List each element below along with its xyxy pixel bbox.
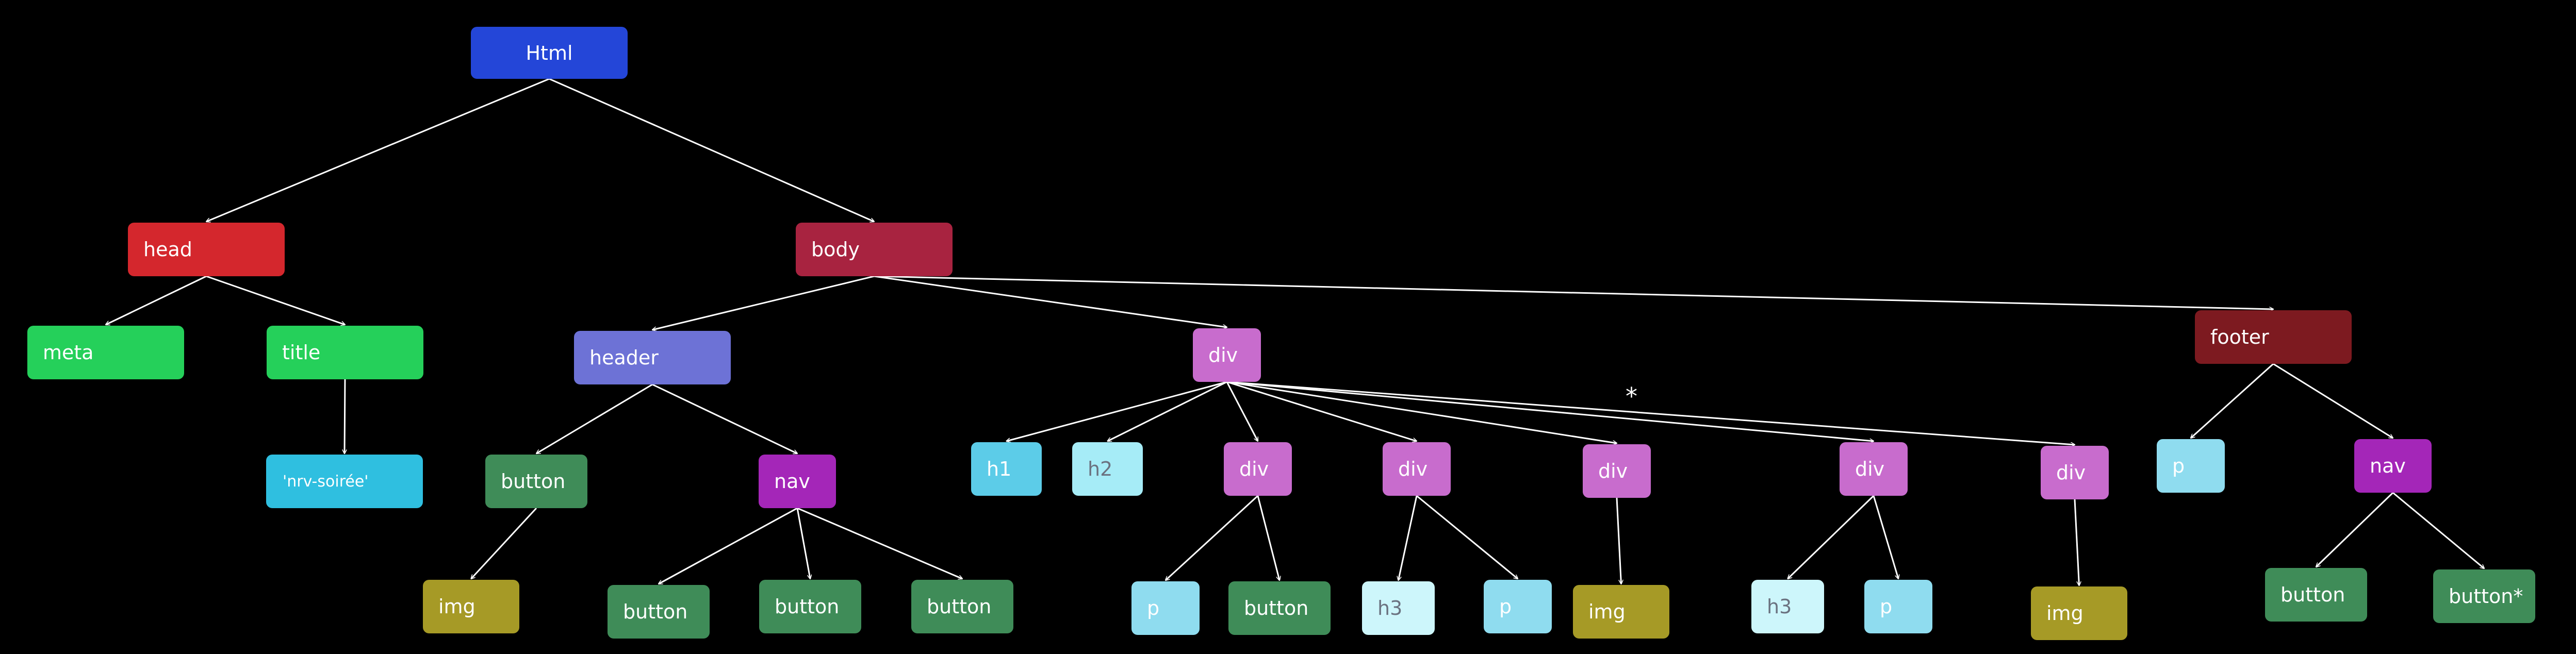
multiplicity-annotation: * xyxy=(1626,382,1637,410)
edge-div-5-to-div-5-img xyxy=(2074,499,2079,585)
node-div-3-img: img xyxy=(1573,585,1669,639)
edge-main-div-to-h2 xyxy=(1108,381,1227,442)
edge-head-to-title xyxy=(206,275,345,325)
edge-header-nav-to-nav-button-2 xyxy=(796,508,810,579)
node-footer-button-1: button xyxy=(2265,568,2367,622)
edge-footer-to-footer-nav xyxy=(2273,363,2393,438)
node-footer-nav: nav xyxy=(2354,439,2432,493)
edge-div-4-to-div-4-p xyxy=(1873,495,1898,579)
edge-main-div-to-div-5 xyxy=(1226,381,2075,445)
node-div-1: div xyxy=(1224,442,1292,496)
node-div-2: div xyxy=(1383,442,1451,496)
node-html: Html xyxy=(471,27,628,79)
node-div-2-h3: h3 xyxy=(1362,581,1435,635)
edge-title-to-title-text xyxy=(344,379,345,454)
node-div-3: div xyxy=(1583,444,1651,498)
node-body: body xyxy=(796,223,953,276)
edge-header-button-to-header-img xyxy=(471,507,537,579)
node-div-5: div xyxy=(2041,446,2109,499)
edge-main-div-to-div-1 xyxy=(1226,381,1259,441)
node-nav-button-3: button xyxy=(911,580,1013,633)
edge-body-to-footer xyxy=(874,275,2273,309)
node-meta: meta xyxy=(27,326,184,379)
edge-main-div-to-div-3 xyxy=(1226,381,1617,443)
edge-div-3-to-div-3-img xyxy=(1616,497,1621,584)
edge-div-2-to-div-2-h3 xyxy=(1399,495,1418,580)
edge-div-4-to-div-4-h3 xyxy=(1788,495,1875,579)
edge-header-to-header-button xyxy=(536,383,653,455)
edge-body-to-main-div xyxy=(874,275,1227,327)
node-footer: footer xyxy=(2195,310,2352,364)
edge-html-to-body xyxy=(549,78,874,222)
node-header-nav: nav xyxy=(759,455,836,508)
node-header-img: img xyxy=(423,580,519,633)
edge-footer-nav-to-footer-button-2 xyxy=(2392,492,2484,568)
edge-body-to-header xyxy=(652,275,875,330)
edge-main-div-to-h1 xyxy=(1007,381,1227,441)
edge-div-1-to-div-1-p xyxy=(1166,495,1259,580)
edge-div-2-to-div-2-p xyxy=(1416,495,1518,579)
node-header-button: button xyxy=(485,455,587,508)
node-h1: h1 xyxy=(971,442,1042,496)
node-title-text: 'nrv-soirée' xyxy=(266,455,423,508)
edges-layer xyxy=(106,78,2484,585)
edge-header-nav-to-nav-button-1 xyxy=(659,507,798,585)
edge-main-div-to-div-4 xyxy=(1226,381,1874,441)
node-div-4-h3: h3 xyxy=(1751,580,1824,633)
node-div-5-img: img xyxy=(2031,586,2127,640)
edge-header-to-header-nav xyxy=(652,383,797,455)
node-div-1-p: p xyxy=(1131,581,1200,635)
edge-footer-nav-to-footer-button-1 xyxy=(2316,492,2394,567)
node-div-4-p: p xyxy=(1864,580,1932,633)
edge-main-div-to-div-2 xyxy=(1226,381,1417,441)
node-nav-button-1: button xyxy=(608,585,710,639)
node-main-div: div xyxy=(1193,328,1261,382)
node-header: header xyxy=(574,331,731,384)
node-head: head xyxy=(128,223,285,276)
node-div-2-p: p xyxy=(1484,580,1552,633)
edge-header-nav-to-nav-button-3 xyxy=(797,507,962,579)
edge-div-1-to-div-1-button xyxy=(1257,495,1279,580)
edge-head-to-meta xyxy=(106,275,207,326)
node-footer-p: p xyxy=(2157,439,2225,493)
node-nav-button-2: button xyxy=(759,580,861,633)
edge-html-to-head xyxy=(206,78,550,222)
node-title: title xyxy=(267,326,423,379)
node-div-4: div xyxy=(1840,442,1908,496)
node-h2: h2 xyxy=(1072,442,1143,496)
edge-footer-to-footer-p xyxy=(2191,363,2274,438)
node-div-1-button: button xyxy=(1228,581,1331,635)
node-footer-button-2: button* xyxy=(2433,569,2535,623)
